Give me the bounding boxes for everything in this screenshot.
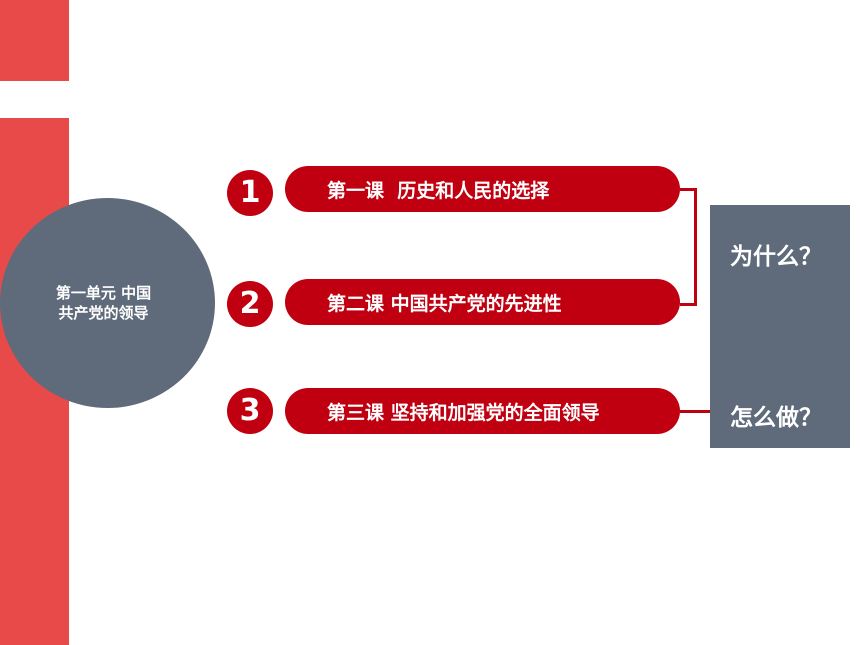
why-question: 为什么？ bbox=[730, 244, 822, 270]
bracket-vertical bbox=[694, 188, 697, 306]
lesson-2-pill: 第二课 中国共产党的先进性 bbox=[285, 279, 680, 325]
left-accent-bar-top bbox=[0, 0, 69, 81]
question-box: 为什么？ 怎么做？ bbox=[710, 205, 850, 448]
unit-circle: 第一单元 中国 共产党的领导 bbox=[0, 198, 215, 408]
lesson-1-pill: 第一课 历史和人民的选择 bbox=[285, 166, 680, 212]
lesson-3-pill: 第三课 坚持和加强党的全面领导 bbox=[285, 388, 680, 434]
lesson-3-number: 3 bbox=[227, 388, 273, 434]
unit-title: 第一单元 中国 共产党的领导 bbox=[55, 284, 152, 322]
lesson-1-number: 1 bbox=[227, 170, 273, 216]
bracket-top-arm bbox=[680, 188, 697, 191]
lesson-2-number: 2 bbox=[227, 281, 273, 327]
lesson-3-connector bbox=[680, 410, 710, 413]
bracket-bottom-arm bbox=[680, 303, 697, 306]
how-question: 怎么做？ bbox=[730, 405, 822, 431]
